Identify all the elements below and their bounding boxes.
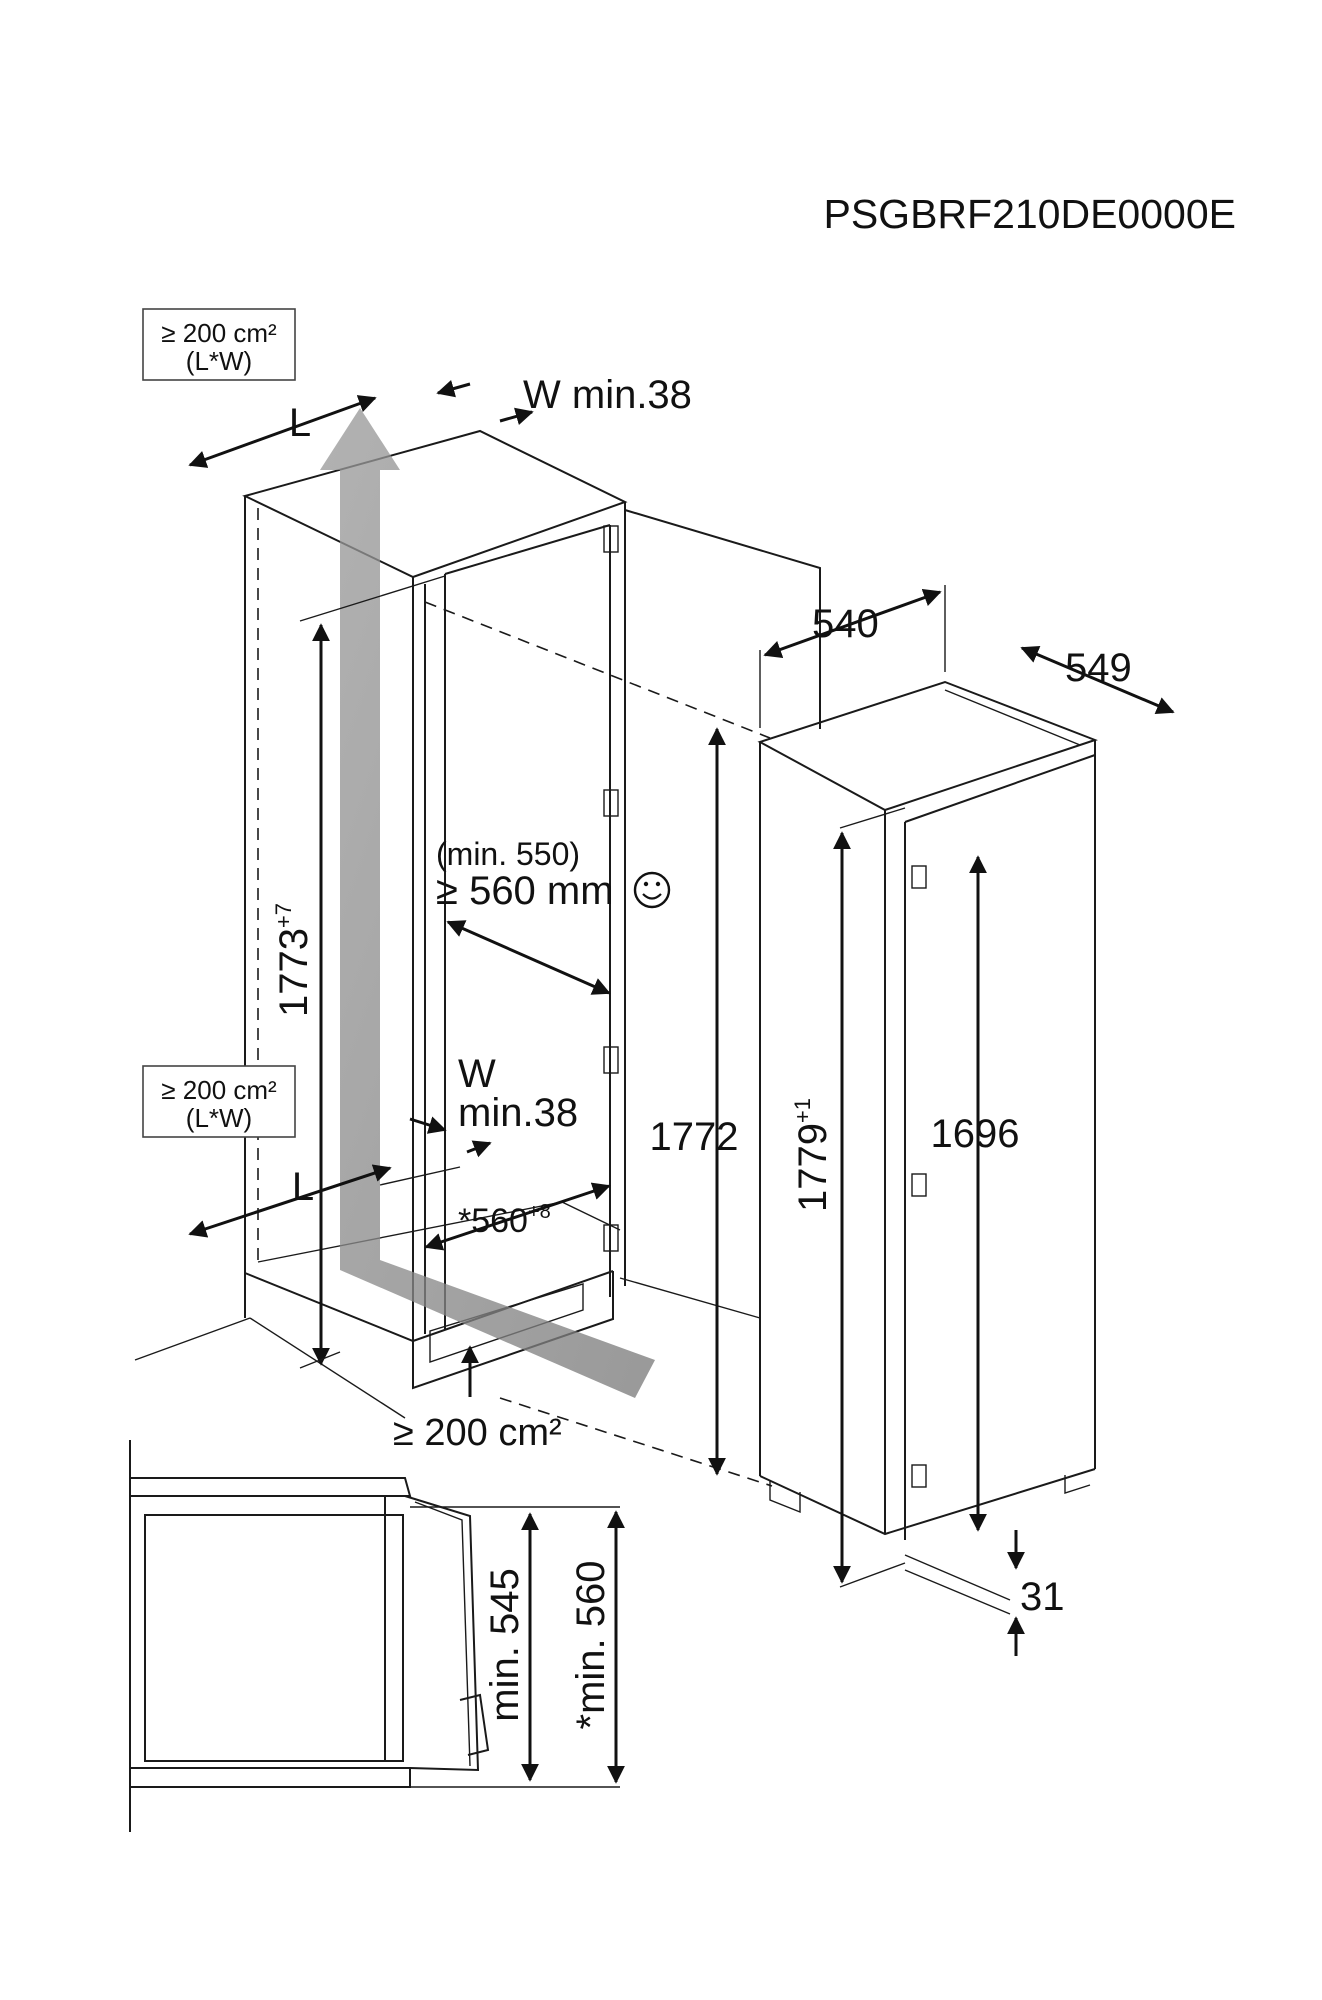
label-top-width: W min.38 [523,373,692,417]
label-depth-recommended: ≥ 560 mm [436,869,614,913]
top-vent-formula: (L*W) [186,346,252,376]
label-appliance-width: 540 [812,602,879,646]
niche-height-value: 1773 [272,928,316,1017]
label-total-height: 1779+1 [790,1098,835,1212]
label-gap: 31 [1020,1575,1065,1619]
dimension-arrows [188,379,1175,1656]
bottom-vent-formula: (L*W) [186,1103,252,1133]
top-vent-box [142,308,296,381]
label-appliance-depth: 549 [1065,646,1132,690]
label-plinth-vent: ≥ 200 cm² [393,1412,562,1454]
smiley-icon [633,871,671,909]
label-bottom-width-value: min.38 [458,1091,578,1135]
label-min-niche: *min. 560 [569,1561,613,1730]
airflow-arrow [320,408,655,1398]
total-height-value: 1779 [791,1123,835,1212]
bottom-vent-box [142,1065,296,1138]
label-min-opening: min. 545 [483,1568,527,1721]
appliance [757,680,1098,1540]
projection-lines [424,601,773,1487]
label-body-height: 1772 [650,1115,739,1159]
appliance-hinges [911,865,927,1488]
niche-height-tolerance: +7 [271,903,296,928]
cabinet-hinges [603,525,619,1252]
model-code: PSGBRF210DE0000E [823,191,1236,237]
label-niche-width: *560+8 [458,1201,551,1240]
label-top-length: L [289,401,311,445]
label-door-height: 1696 [931,1112,1020,1156]
bottom-vent-area: ≥ 200 cm² [161,1075,277,1105]
section-detail [129,1440,625,1832]
niche-width-value: *560 [458,1202,528,1240]
niche-cabinet [242,429,821,1390]
top-vent-area: ≥ 200 cm² [161,318,277,348]
label-bottom-length: L [292,1165,314,1209]
label-depth-min: (min. 550) [436,836,580,872]
niche-width-tolerance: +8 [528,1201,551,1223]
label-bottom-width-letter: W [458,1052,496,1096]
total-height-tolerance: +1 [790,1098,815,1123]
label-niche-height: 1773+7 [271,903,316,1017]
room-context [134,1277,761,1419]
